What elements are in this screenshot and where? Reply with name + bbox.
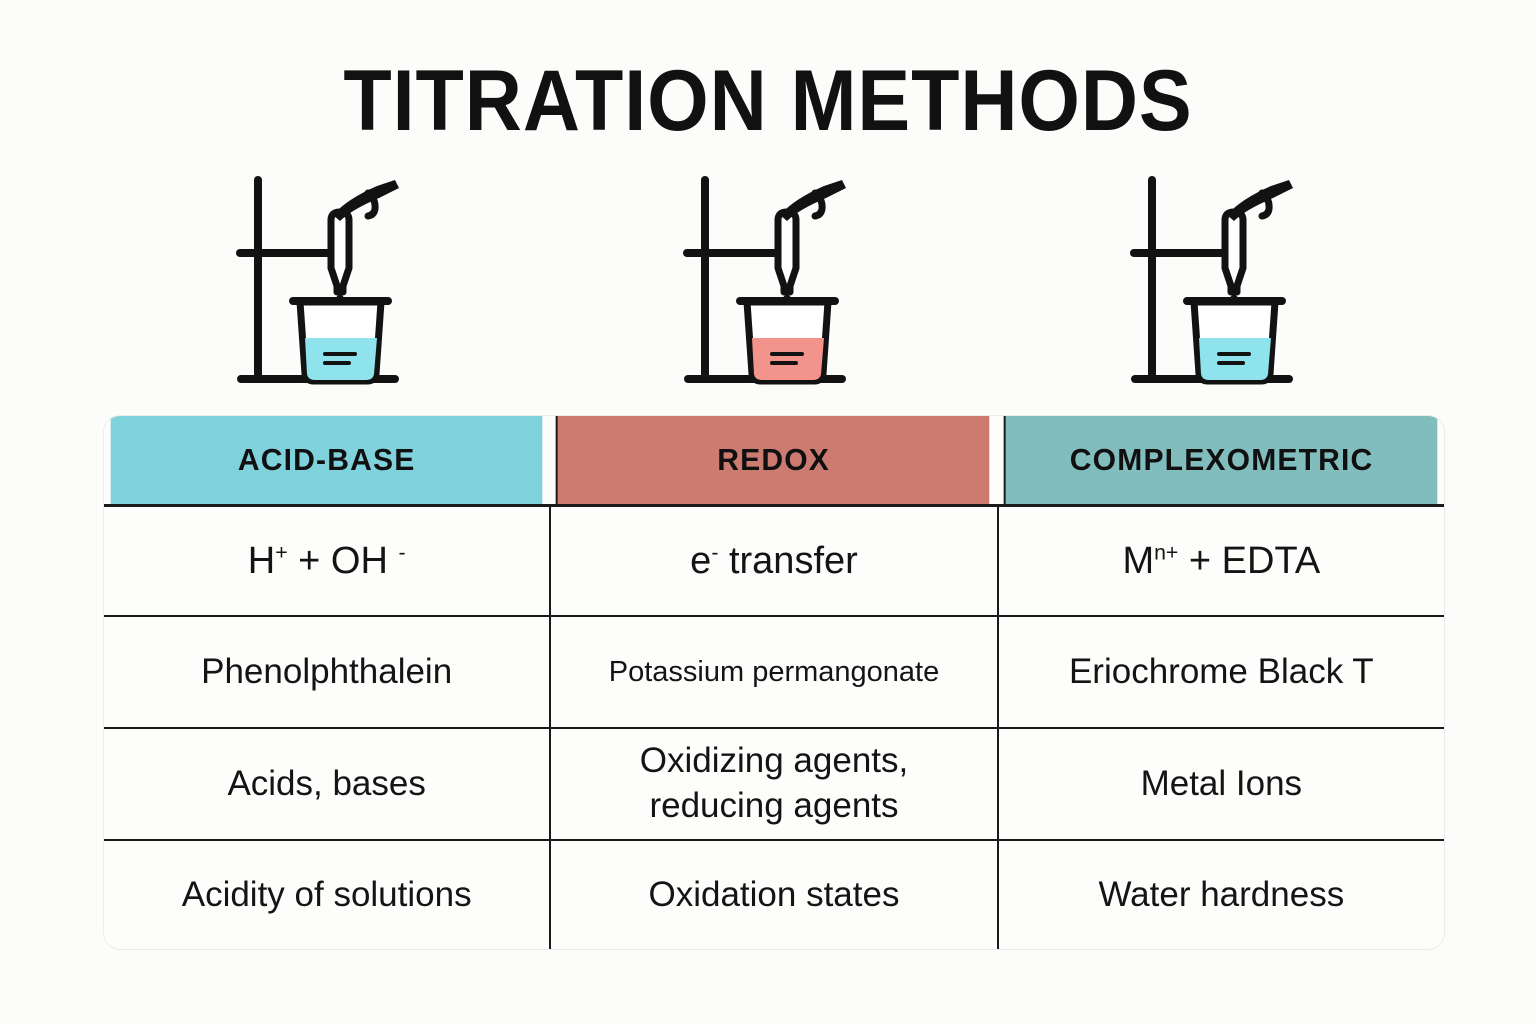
table-row: Phenolphthalein Potassium permangonate E… — [104, 615, 1444, 727]
beaker — [736, 297, 839, 385]
cell-acid-base-analyte: Acids, bases — [227, 764, 426, 804]
table-header-row: ACID-BASE REDOX COMPLEXOMETRIC — [104, 416, 1444, 507]
cell-complexometric-indicator: Eriochrome Black T — [996, 617, 1444, 727]
formula-text: Mn+ + EDTA — [1122, 539, 1321, 582]
analyte-line-1: Oxidizing agents, — [639, 741, 909, 781]
analyte-line-2: reducing agents — [649, 786, 899, 825]
cell-acid-base-formula: H+ + OH - — [104, 507, 549, 615]
burette — [1221, 208, 1247, 303]
illustration-row — [104, 168, 1444, 406]
formula-text: H+ + OH - — [247, 539, 406, 582]
column-header-redox: REDOX — [556, 416, 990, 504]
clamp-arm — [1226, 180, 1293, 221]
cell-complexometric-analyte: Metal Ions — [996, 729, 1444, 839]
cell-redox-analyte: Oxidizing agents, reducing agents — [549, 729, 996, 839]
titration-apparatus-icon — [1129, 176, 1293, 385]
column-header-complexometric: COMPLEXOMETRIC — [1003, 416, 1438, 504]
illustration-complexometric — [997, 168, 1444, 406]
comparison-table: ACID-BASE REDOX COMPLEXOMETRIC H+ + OH -… — [104, 416, 1444, 949]
table-row: Acids, bases Oxidizing agents, reducing … — [104, 727, 1444, 839]
cell-redox-formula: e- transfer — [549, 507, 996, 615]
titration-apparatus-icon — [236, 176, 400, 385]
formula-text: e- transfer — [690, 539, 858, 582]
illustration-redox — [551, 168, 998, 406]
clamp-arm — [333, 180, 400, 221]
column-header-acid-base: ACID-BASE — [110, 416, 543, 504]
page-title: TITRATION METHODS — [343, 53, 1193, 149]
burette — [774, 208, 800, 303]
illustration-acid-base — [104, 168, 551, 406]
cell-acid-base-application: Acidity of solutions — [181, 875, 472, 915]
beaker — [1182, 297, 1286, 385]
analyte-lines: Oxidizing agents, reducing agents — [640, 739, 908, 829]
beaker — [289, 297, 393, 385]
cell-complexometric-application: Water hardness — [996, 841, 1444, 949]
cell-redox-application: Oxidation states — [549, 841, 996, 949]
burette — [327, 208, 353, 303]
table-row: H+ + OH - e- transfer Mn+ + EDTA — [104, 507, 1444, 615]
titration-apparatus-icon — [683, 176, 846, 385]
clamp-arm — [780, 180, 846, 221]
cell-acid-base-indicator: Phenolphthalein — [201, 652, 453, 692]
table-row: Acidity of solutions Oxidation states Wa… — [104, 839, 1444, 949]
cell-redox-indicator: Potassium permangonate — [549, 617, 996, 727]
cell-complexometric-formula: Mn+ + EDTA — [996, 507, 1444, 615]
